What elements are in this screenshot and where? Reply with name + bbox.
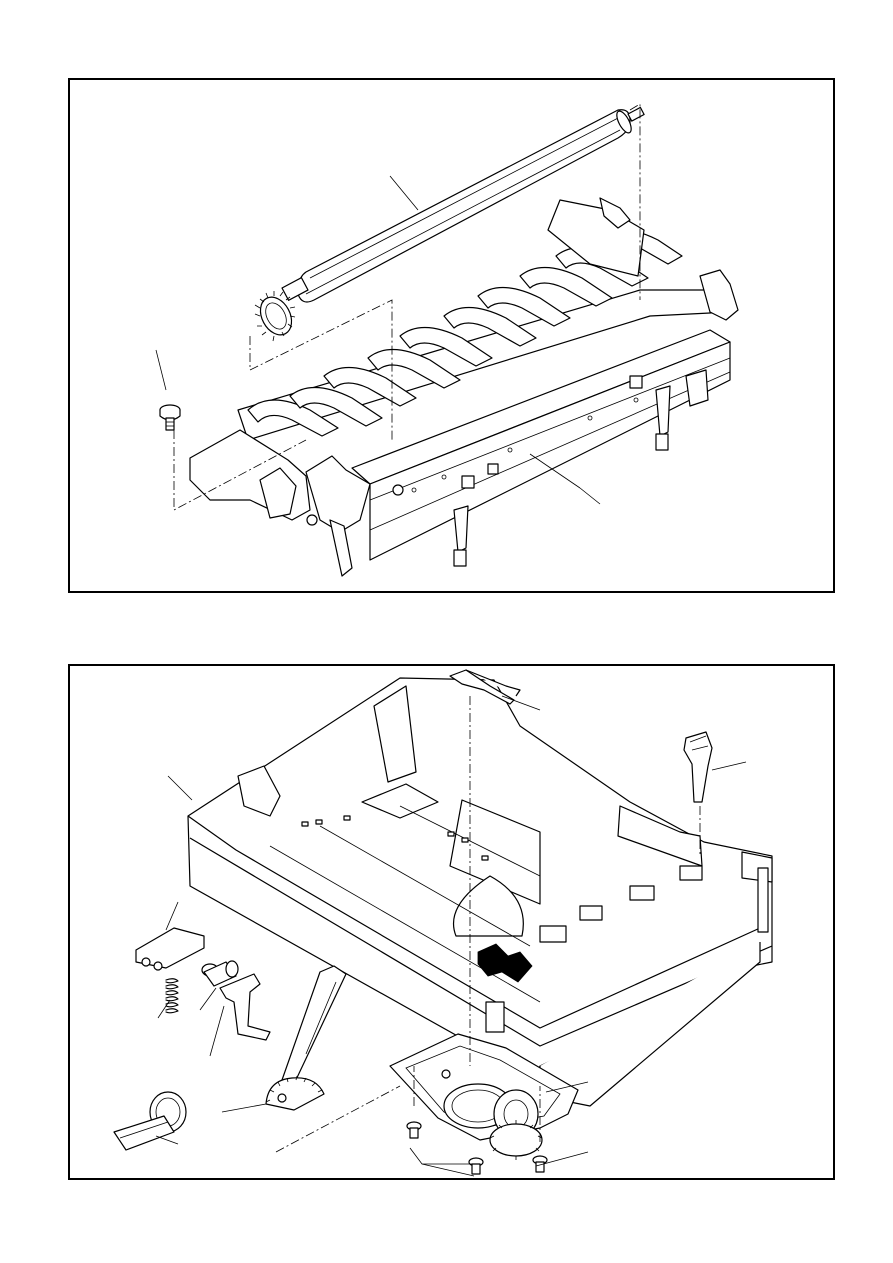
roller xyxy=(254,106,645,342)
spring-clip xyxy=(135,927,205,971)
tray-body xyxy=(187,677,773,1107)
sensor-lever xyxy=(683,731,713,803)
gear-plate xyxy=(389,1033,579,1160)
paper-guide-frame xyxy=(189,197,739,577)
bracket xyxy=(219,973,271,1041)
paper-tray-drawing xyxy=(113,669,773,1177)
ribbon-cable xyxy=(113,1091,187,1151)
small-roller xyxy=(201,960,239,987)
arm-gear xyxy=(265,965,347,1111)
roller-assembly-drawing xyxy=(155,103,739,577)
screws xyxy=(406,1121,548,1175)
figure-roller-assembly xyxy=(68,78,835,593)
figure-paper-tray xyxy=(68,664,835,1180)
guide-plate xyxy=(449,669,521,705)
spring xyxy=(165,978,179,1014)
screw xyxy=(159,404,181,431)
